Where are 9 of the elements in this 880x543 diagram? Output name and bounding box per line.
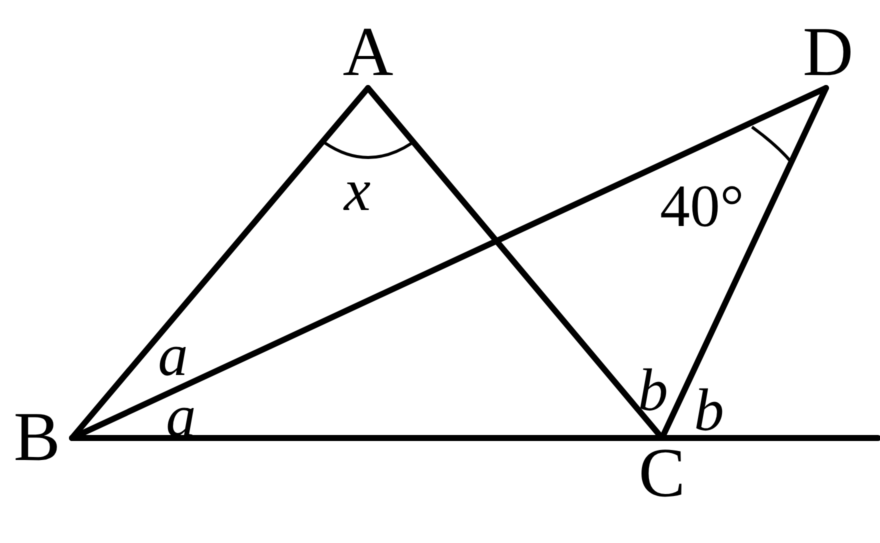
angle-label: a (158, 325, 188, 385)
angle-label: 40° (660, 176, 744, 236)
vertex-label: A (333, 18, 403, 88)
vertex-label: B (2, 403, 72, 473)
angle-label: b (694, 380, 724, 440)
angle-label: x (344, 160, 371, 220)
vertex-label: D (794, 18, 862, 88)
vertex-label: C (627, 438, 697, 510)
angle-label: b (638, 360, 668, 420)
